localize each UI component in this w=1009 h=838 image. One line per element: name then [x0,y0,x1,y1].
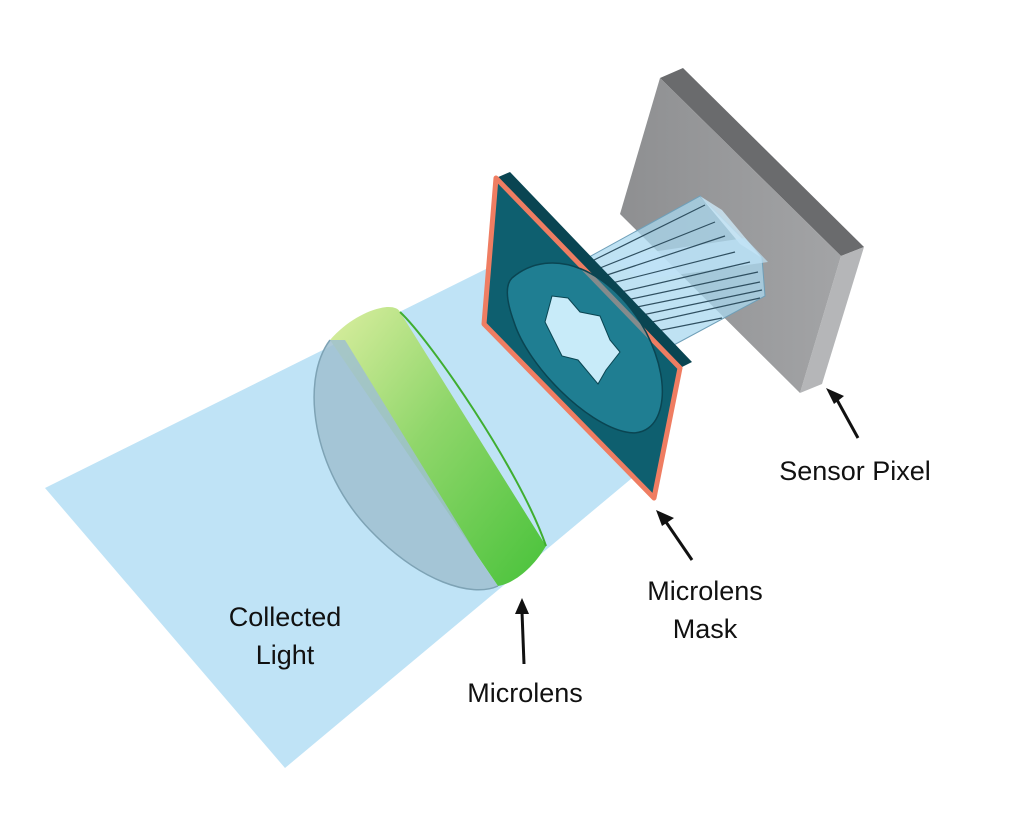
microlens-label-text: Microlens [467,678,583,708]
microlens-arrow [515,598,529,665]
microlens-label: Microlens [430,674,620,712]
collected-light-label-line1: Collected [228,602,342,632]
sensor-pixel-label: Sensor Pixel [745,452,965,490]
microlens-mask-label-line1: Microlens [647,576,763,606]
microlens-mask-label: Microlens Mask [610,572,800,648]
label-arrows [515,388,860,665]
light-beam-cone [45,268,656,768]
mask-aperture [544,295,621,385]
microlens [313,307,547,591]
microlens-mask [481,172,692,501]
sensor-arrow [826,388,860,439]
collected-light-label: Collected Light [180,598,390,674]
mask-arrow [656,510,694,561]
sensor-pixel-label-text: Sensor Pixel [779,456,931,486]
microlens-mask-label-line2: Mask [672,614,738,644]
collected-light-label-line2: Light [255,640,315,670]
